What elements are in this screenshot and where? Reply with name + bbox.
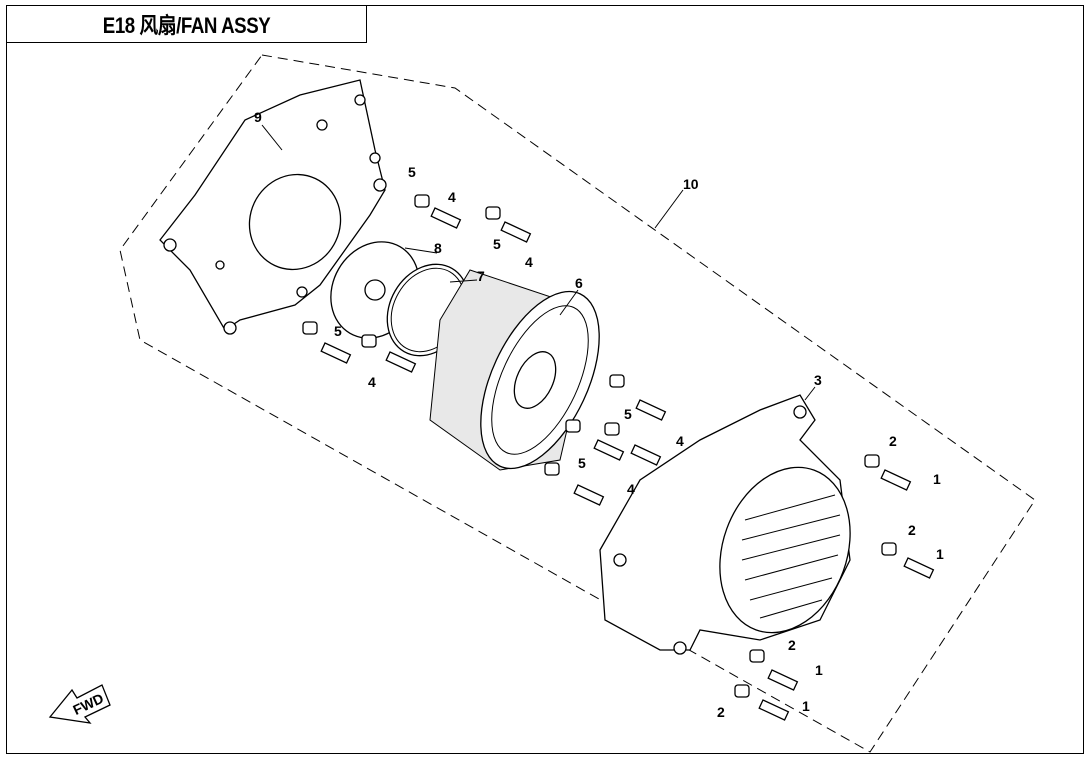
assembly-boundary	[119, 54, 1036, 753]
callout-4: 4	[525, 254, 533, 270]
callout-3: 3	[814, 372, 822, 388]
part-3-fan-cover	[599, 394, 851, 655]
callout-5: 5	[624, 406, 632, 422]
callout-5: 5	[578, 455, 586, 471]
callout-4: 4	[368, 374, 376, 390]
callout-5: 5	[334, 323, 342, 339]
callout-9: 9	[254, 109, 262, 125]
callout-labels: 9 5 4 5 4 10 8 7 6 5 4 3 5 4 5 4 2 1 2 1…	[254, 109, 944, 720]
callout-8: 8	[434, 240, 442, 256]
callout-6: 6	[575, 275, 583, 291]
callout-1: 1	[933, 471, 941, 487]
drawing-frame	[6, 5, 1084, 754]
callout-1: 1	[815, 662, 823, 678]
fasteners	[302, 194, 935, 721]
leader-lines	[261, 124, 816, 401]
callout-2: 2	[908, 522, 916, 538]
callout-10: 10	[683, 176, 699, 192]
callout-5: 5	[493, 236, 501, 252]
fwd-direction-arrow: FWD	[48, 684, 111, 724]
callout-4: 4	[448, 189, 456, 205]
callout-4: 4	[676, 433, 684, 449]
callout-7: 7	[477, 268, 485, 284]
callout-4: 4	[627, 481, 635, 497]
callout-2: 2	[788, 637, 796, 653]
title-box: E18 风扇/FAN ASSY	[6, 5, 367, 43]
callout-2: 2	[717, 704, 725, 720]
callout-1: 1	[936, 546, 944, 562]
callout-5: 5	[408, 164, 416, 180]
part-6-fan	[429, 269, 600, 471]
page-title: E18 风扇/FAN ASSY	[102, 13, 271, 38]
part-9-back-plate	[159, 79, 387, 335]
callout-1: 1	[802, 698, 810, 714]
callout-2: 2	[889, 433, 897, 449]
